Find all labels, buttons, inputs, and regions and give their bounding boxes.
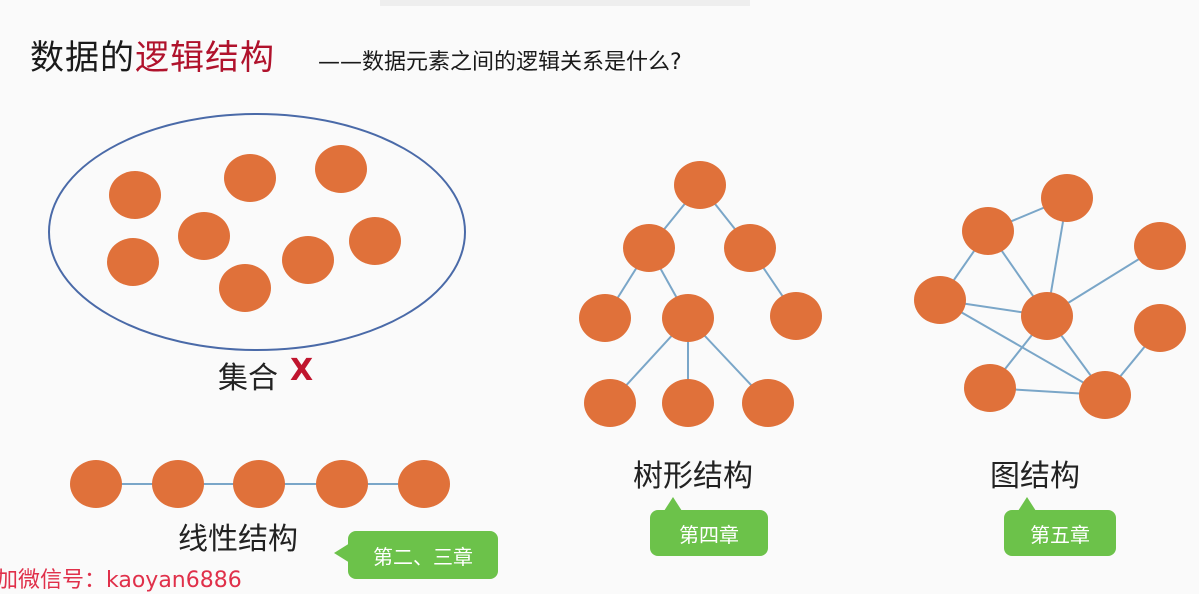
set-node (219, 264, 271, 312)
tree-node (770, 292, 822, 340)
tree-node (579, 294, 631, 342)
tree-node (584, 379, 636, 427)
linear-node (233, 460, 285, 508)
set-node (349, 217, 401, 265)
set-container-ellipse (48, 113, 466, 351)
graph-node (1041, 174, 1093, 222)
title-highlight: 逻辑结构 (135, 38, 275, 78)
linear-node (398, 460, 450, 508)
linear-node (70, 460, 122, 508)
tree-chapter-badge: 第四章 (650, 497, 768, 556)
tree-node (662, 379, 714, 427)
watermark-text: 加微信号：kaoyan6886 (0, 568, 242, 593)
page-title: 数据的逻辑结构 (30, 30, 275, 79)
graph-node (962, 207, 1014, 255)
graph-label: 图结构 (990, 459, 1080, 494)
set-node (107, 238, 159, 286)
set-node (109, 171, 161, 219)
graph-node (914, 276, 966, 324)
linear-node (316, 460, 368, 508)
set-cross-mark: X (290, 353, 314, 388)
set-node (178, 212, 230, 260)
tree-label: 树形结构 (633, 459, 753, 494)
graph-node (1134, 304, 1186, 352)
tree-node (724, 224, 776, 272)
set-node (315, 145, 367, 193)
linear-chapter-badge: 第二、三章 (334, 531, 498, 579)
graph-chapter-badge: 第五章 (1004, 497, 1116, 556)
graph-node (1079, 371, 1131, 419)
graph-node (964, 364, 1016, 412)
page-subtitle: ——数据元素之间的逻辑关系是什么? (318, 50, 682, 75)
set-node (282, 236, 334, 284)
linear-label: 线性结构 (178, 522, 298, 557)
graph-node (1021, 292, 1073, 340)
linear-node (152, 460, 204, 508)
graph-node (1134, 222, 1186, 270)
set-label: 集合 (218, 361, 278, 396)
title-prefix: 数据的 (30, 38, 135, 78)
tree-node (662, 294, 714, 342)
tree-node (742, 379, 794, 427)
tree-node (674, 161, 726, 209)
set-node (224, 154, 276, 202)
tree-node (623, 224, 675, 272)
top-fade-bar (380, 0, 750, 6)
